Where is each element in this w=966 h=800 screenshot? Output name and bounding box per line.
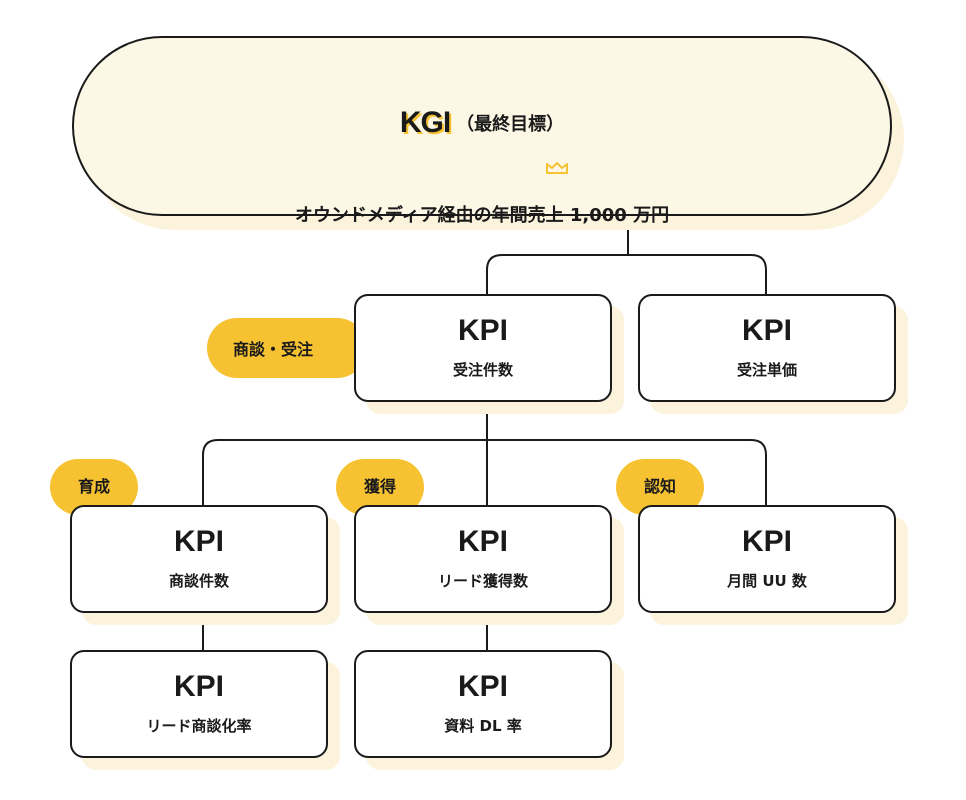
kpi-title: KPI: [457, 525, 508, 558]
kpi-label: リード獲得数: [437, 572, 528, 590]
kgi-card: KGI（最終目標） オウンドメディア経由の年間売上 1,000 万円: [72, 36, 892, 226]
kpi-label: 資料 DL 率: [444, 717, 522, 735]
kgi-sublabel: （最終目標）: [456, 114, 565, 135]
kpi-box-leads: KPI リード獲得数: [354, 505, 612, 613]
kgi-heading: KGI（最終目標）: [74, 106, 890, 140]
kpi-label: 受注単価: [736, 361, 797, 379]
kgi-label: KGI: [399, 106, 451, 139]
kpi-box-lead-deal-rate: KPI リード商談化率: [70, 650, 328, 758]
crown-icon: [546, 162, 568, 174]
kpi-title: KPI: [173, 670, 224, 703]
kpi-box-deals: KPI 商談件数: [70, 505, 328, 613]
kpi-box-unit-price: KPI 受注単価: [638, 294, 896, 402]
kgi-goal: オウンドメディア経由の年間売上 1,000 万円: [294, 205, 670, 226]
kpi-label: 受注件数: [452, 361, 513, 379]
kpi-title: KPI: [173, 525, 224, 558]
kpi-title: KPI: [741, 525, 792, 558]
kpi-title: KPI: [457, 314, 508, 347]
kpi-box-monthly-uu: KPI 月間 UU 数: [638, 505, 896, 613]
kpi-title: KPI: [457, 670, 508, 703]
kpi-box-doc-dl-rate: KPI 資料 DL 率: [354, 650, 612, 758]
kpi-box-orders: KPI 受注件数: [354, 294, 612, 402]
tag-deal-order: 商談・受注: [207, 318, 367, 378]
kpi-title: KPI: [741, 314, 792, 347]
kpi-label: 商談件数: [168, 572, 229, 590]
kpi-label: 月間 UU 数: [727, 572, 807, 590]
kpi-label: リード商談化率: [146, 717, 252, 735]
